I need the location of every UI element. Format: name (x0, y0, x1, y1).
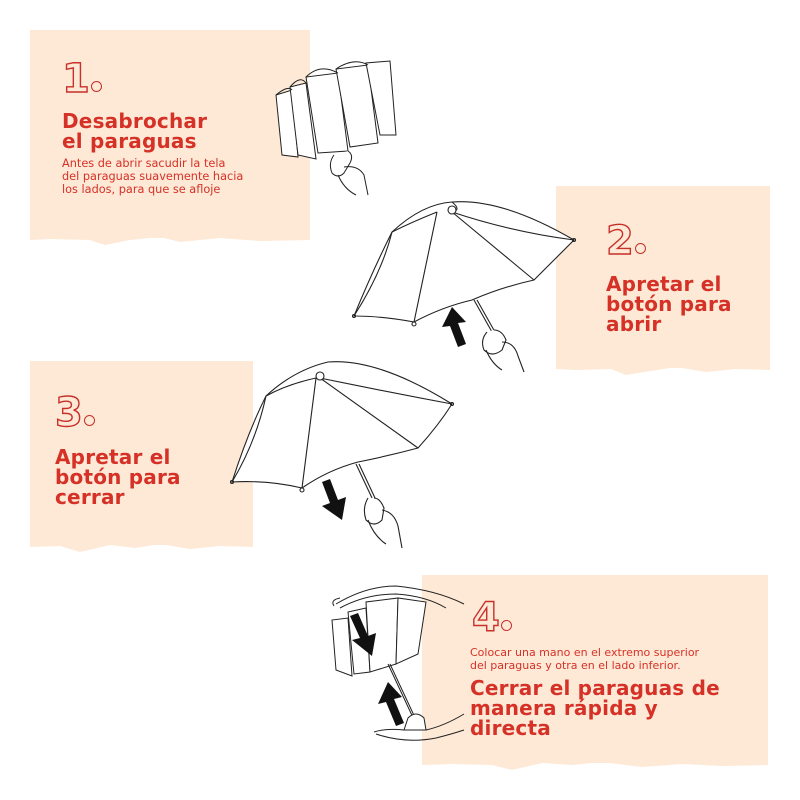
open-umbrella-down-arrow-icon (229, 361, 455, 549)
number-dot (634, 243, 646, 254)
open-umbrella-up-arrow-icon (351, 201, 577, 373)
step-2-title: Apretar el botón para abrir (606, 274, 732, 334)
description-line: del paraguas y otra en el lado inferior. (470, 659, 681, 672)
description-line: Antes de abrir sacudir la tela (62, 157, 226, 170)
step-2-panel (556, 186, 770, 375)
down-arrow-icon (350, 613, 376, 656)
torn-edge (422, 759, 768, 770)
title-line: manera rápida y (470, 696, 658, 720)
torn-edge (556, 364, 770, 375)
number-dot (90, 81, 102, 92)
step-number-text: 1 (61, 56, 90, 102)
title-line: botón para (55, 465, 181, 489)
description-line: los lados, para que se afloje (62, 183, 221, 196)
step-4-panel (422, 575, 768, 770)
step-4-title: Cerrar el paraguas de manera rápida y di… (470, 678, 720, 738)
folded-umbrella-being-shaken-icon (275, 60, 397, 196)
step-number-text: 3 (54, 390, 83, 436)
step-number-text: 2 (605, 218, 634, 264)
step-3-number: 3 (54, 390, 95, 436)
number-dot (83, 415, 95, 426)
step-number-text: 4 (471, 595, 500, 641)
up-arrow-icon (442, 307, 466, 347)
title-line: Desabrochar (62, 109, 208, 133)
title-line: abrir (606, 312, 662, 336)
title-line: Apretar el (606, 272, 722, 296)
torn-edge (30, 541, 253, 552)
step-1-number: 1 (61, 56, 102, 102)
description-line: Colocar una mano en el extremo superior (470, 646, 700, 659)
closing-umbrella-two-hands-icon (331, 585, 465, 741)
down-arrow-icon (322, 479, 346, 520)
title-line: botón para (606, 292, 732, 316)
up-arrow-icon (378, 682, 404, 726)
title-line: el paraguas (62, 129, 197, 153)
step-1-title: Desabrochar el paraguas (62, 111, 207, 151)
title-line: Apretar el (55, 445, 171, 469)
step-2-number: 2 (605, 218, 646, 264)
step-1-description: Antes de abrir sacudir la tela del parag… (62, 157, 243, 196)
step-3-panel (30, 361, 253, 552)
step-3-title: Apretar el botón para cerrar (55, 447, 181, 507)
number-dot (500, 620, 512, 631)
step-4-description: Colocar una mano en el extremo superior … (470, 646, 699, 672)
title-line: Cerrar el paraguas de (470, 676, 720, 700)
step-1-panel (30, 30, 310, 245)
step-4-number: 4 (471, 595, 512, 641)
title-line: cerrar (55, 485, 125, 509)
torn-edge (30, 234, 310, 245)
title-line: directa (470, 716, 551, 740)
description-line: del paraguas suavemente hacia (62, 170, 244, 183)
